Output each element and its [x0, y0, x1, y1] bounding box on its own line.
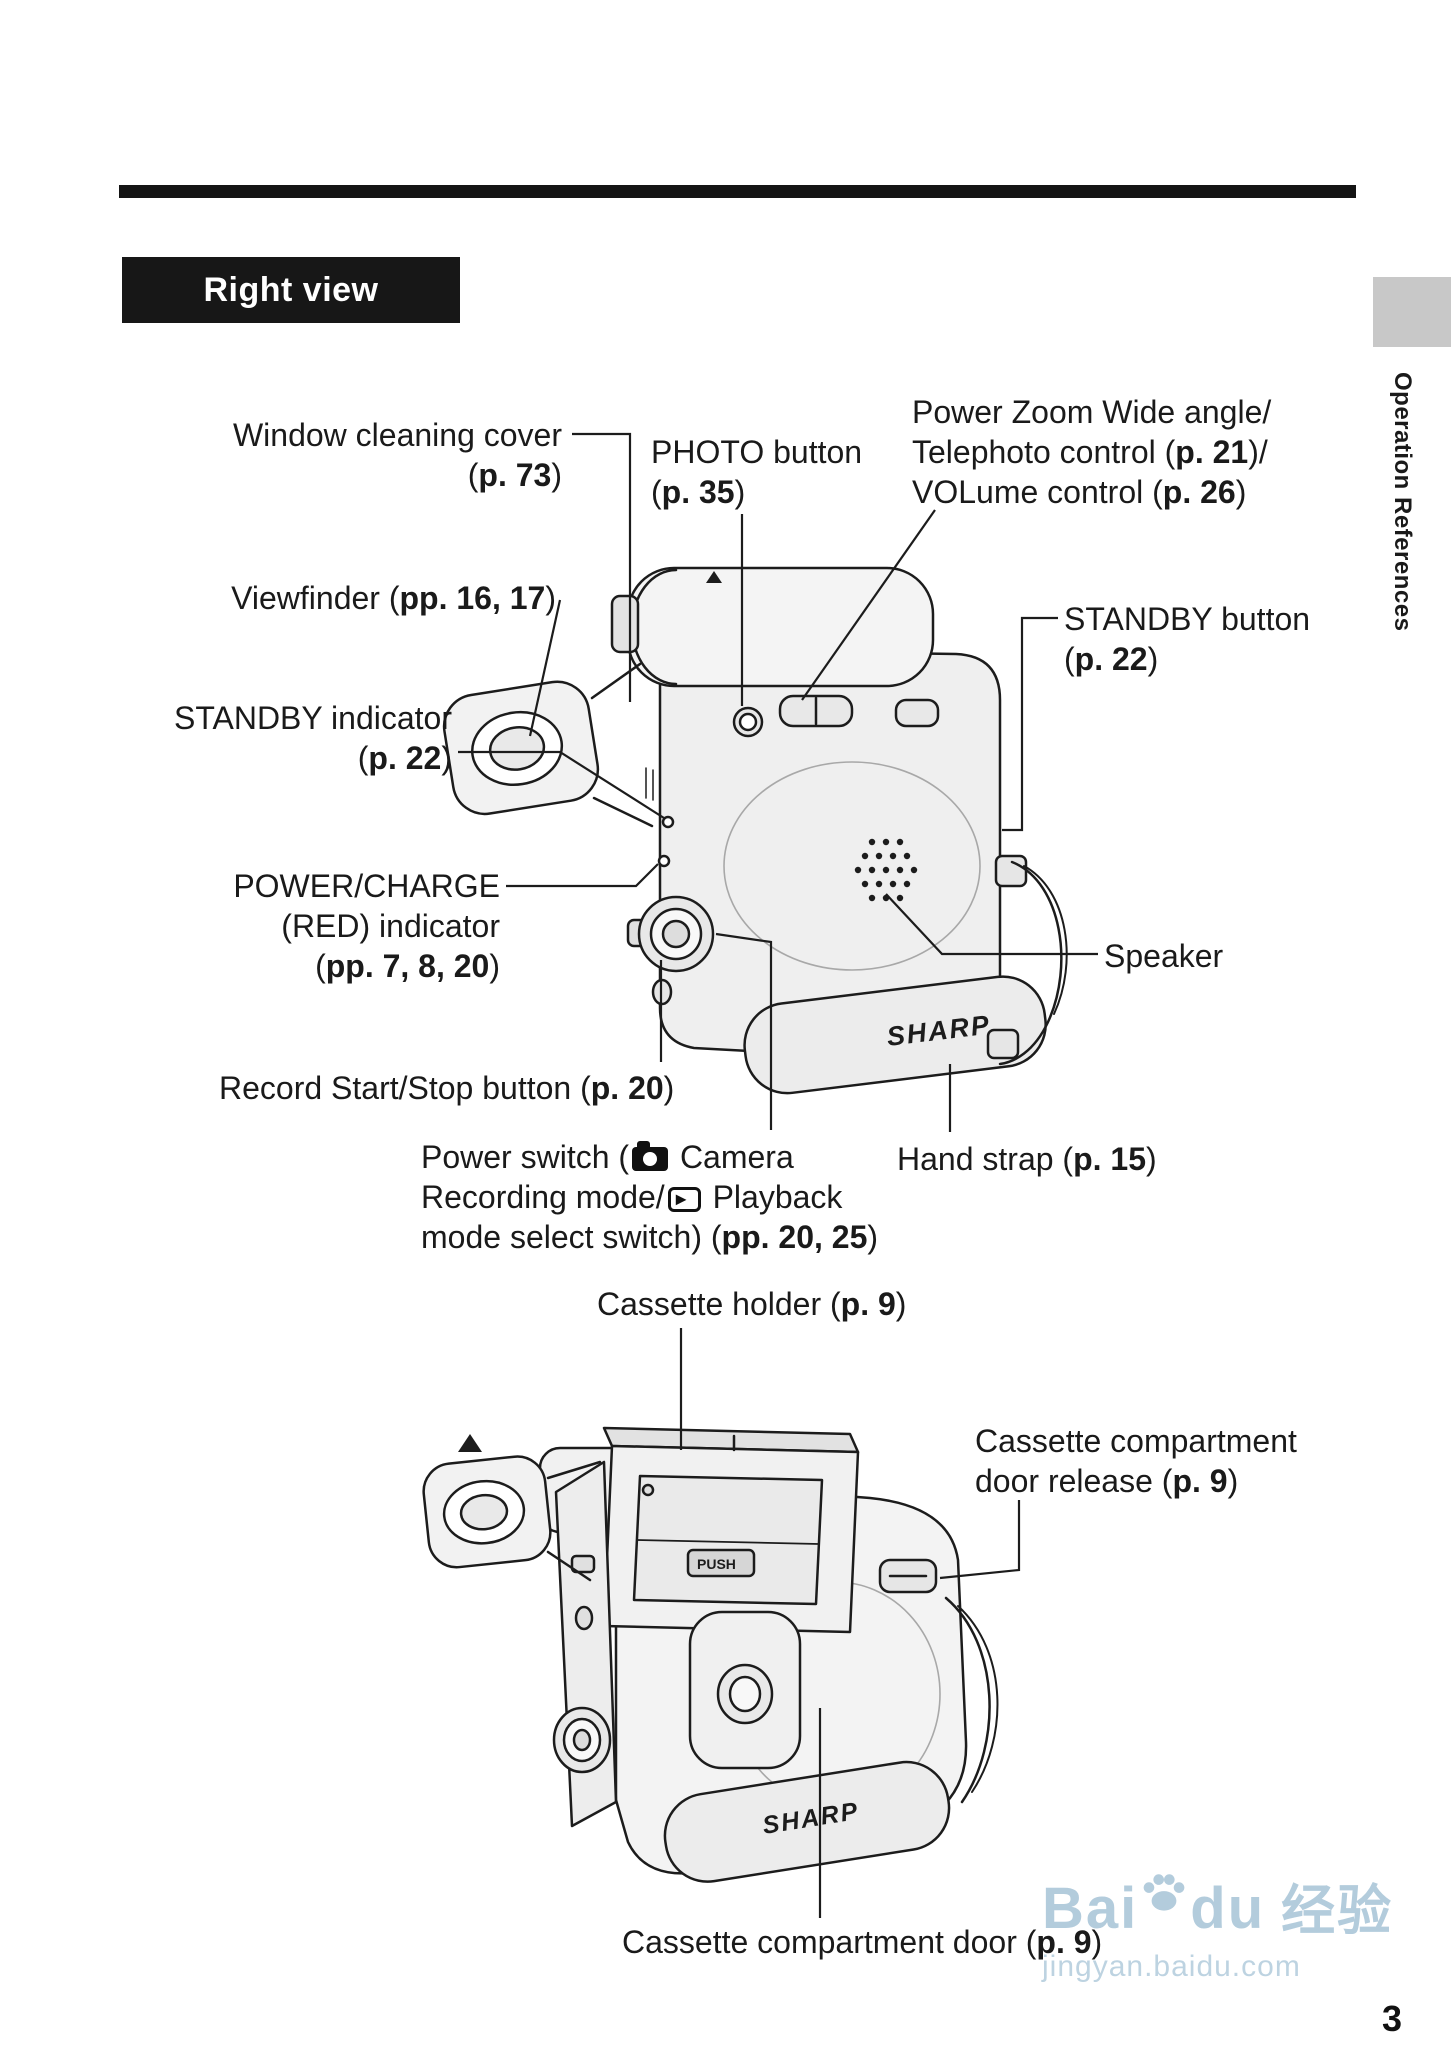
leader-standby-indicator: [458, 750, 665, 819]
label-standby-indicator: STANDBY indicator(p. 22): [173, 700, 452, 776]
watermark-cn: 经验: [1281, 1881, 1394, 1941]
label-speaker: Speaker: [1104, 938, 1224, 974]
strap-pad-bottom: [663, 1760, 951, 1883]
push-label-text: PUSH: [697, 1556, 736, 1572]
page-number: 3: [1382, 1998, 1403, 2039]
watermark-brand: Bai du 经验: [1042, 1872, 1393, 1938]
leader-door-release: [939, 1500, 1021, 1580]
viewfinder-eyecup-bottom: [422, 1455, 552, 1569]
window-cleaning-cover-shape: [610, 594, 640, 654]
leader-standby-button: [1002, 616, 1058, 832]
leader-window-cleaning-cover: [572, 432, 632, 702]
playback-mode-icon: [667, 1187, 701, 1212]
viewfinder-eyecup: [442, 680, 600, 816]
standby-button-shape: [894, 698, 940, 728]
label-power-charge-indicator: POWER/CHARGE(RED) indicator(pp. 7, 8, 20…: [233, 868, 500, 984]
power-dial-bottom: [552, 1706, 612, 1774]
label-hand-strap: Hand strap (p. 15): [897, 1141, 1157, 1177]
label-standby-button: STANDBY button(p. 22): [1064, 601, 1311, 677]
leader-lines: [458, 432, 1098, 1918]
speaker-grille: [854, 838, 918, 902]
leader-speaker: [885, 893, 1098, 956]
label-cassette-holder: Cassette holder (p. 9): [597, 1286, 907, 1322]
section-title: Right view: [122, 257, 460, 323]
baidu-watermark: Bai du 经验 jingyan.baidu.com: [1042, 1872, 1393, 1984]
power-charge-led: [657, 854, 671, 868]
label-power-zoom: Power Zoom Wide angle/Telephoto control …: [912, 394, 1272, 510]
camera-mode-icon: [632, 1141, 669, 1171]
watermark-url: jingyan.baidu.com: [1042, 1950, 1301, 1983]
power-switch-dial: [626, 895, 715, 973]
label-viewfinder: Viewfinder (pp. 16, 17): [231, 580, 556, 616]
push-label-plate: [686, 1548, 756, 1578]
label-window-cleaning-cover: Window cleaning cover(p. 73): [232, 417, 562, 493]
sidebar-label: Operation References: [1389, 372, 1416, 632]
leader-power-switch: [715, 932, 773, 1130]
cassette-holder-shape: PUSH: [602, 1426, 860, 1634]
label-record-start-stop: Record Start/Stop button (p. 20): [219, 1070, 675, 1106]
leader-power-zoom: [801, 509, 936, 701]
camcorder-cassette-open-illustration: PUSH: [422, 1426, 999, 1883]
watermark-du: du: [1190, 1876, 1266, 1941]
watermark-bai: Bai: [1042, 1876, 1139, 1941]
sidebar-tab: [1373, 277, 1451, 347]
leader-power-charge: [506, 863, 659, 888]
strap-pad: [743, 975, 1047, 1095]
baidu-paw-icon: [1143, 1874, 1185, 1911]
section-title-text: Right view: [203, 270, 379, 309]
label-photo-button: PHOTO button(p. 35): [651, 434, 863, 510]
standby-indicator-led: [661, 815, 675, 829]
leader-viewfinder: [528, 599, 562, 737]
label-cassette-door: Cassette compartment door (p. 9): [622, 1924, 1103, 1960]
camcorder-right-view-illustration: SHARP: [442, 566, 1068, 1095]
top-rule: [119, 185, 1356, 198]
hand-strap-shape: [998, 860, 1063, 1066]
